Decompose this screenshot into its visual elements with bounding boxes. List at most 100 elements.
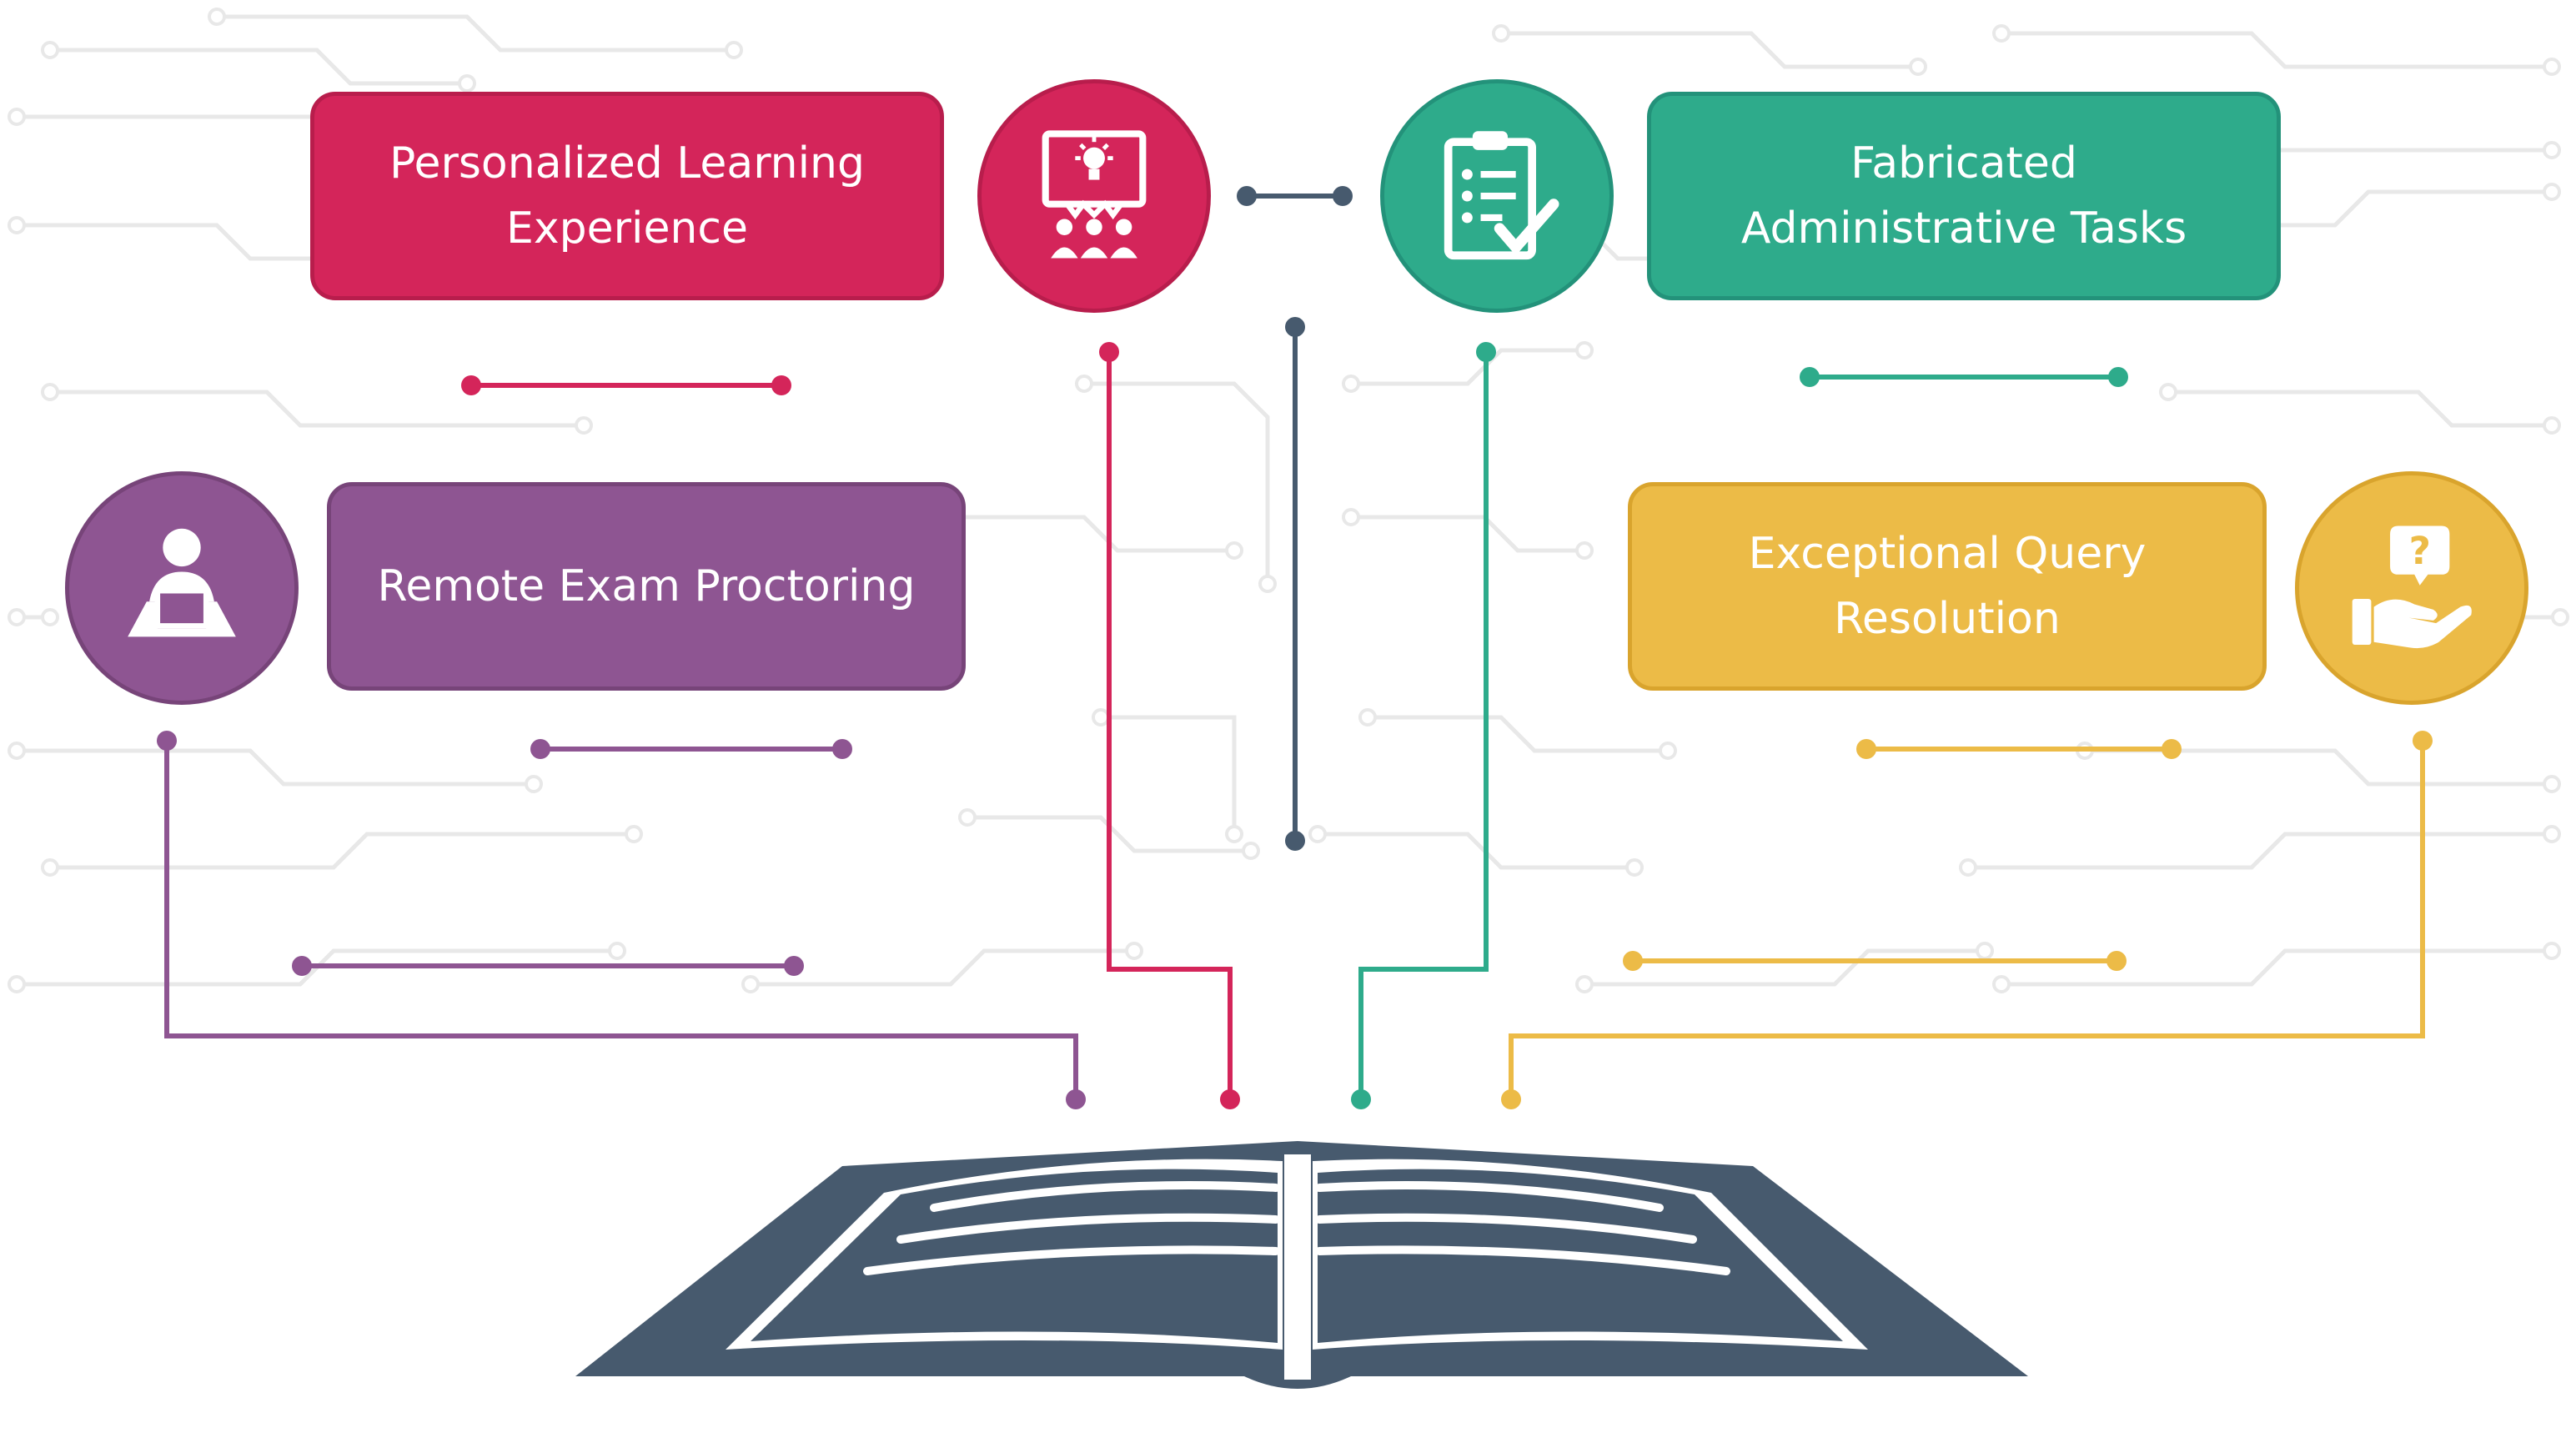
remote-connector [164, 741, 1078, 1099]
center-vertical-dot [1285, 317, 1305, 337]
circuit-trace [50, 390, 584, 428]
book-text-line [1315, 1245, 1730, 1275]
exceptional-connector [1509, 741, 2425, 1099]
circuit-trace [967, 815, 1251, 853]
exceptional-connector-dot [1501, 1089, 1521, 1109]
presentation-lightbulb-icon [1042, 130, 1147, 259]
fabricated-accent-dot [2108, 367, 2128, 387]
circuit-node [625, 825, 643, 843]
circuit-trace [917, 515, 1234, 553]
remote-accent-2-dot [292, 956, 312, 976]
circuit-trace [1968, 832, 2552, 870]
svg-text:?: ? [2409, 529, 2431, 573]
circuit-node [1358, 708, 1377, 727]
circuit-trace [1368, 715, 1668, 753]
circuit-node [1575, 975, 1594, 993]
hand-question-icon: ? [2352, 525, 2472, 649]
circuit-node [41, 383, 59, 401]
fabricated-tasks-label: Fabricated Administrative Tasks [1740, 138, 2187, 254]
circuit-node [1992, 975, 2011, 993]
circuit-node [2543, 416, 2561, 435]
circuit-node [525, 775, 543, 793]
circuit-trace [50, 48, 467, 86]
proctor-laptop-icon [128, 528, 236, 637]
circuit-node [1125, 942, 1143, 960]
personalized-learning-circle [977, 79, 1211, 313]
fabricated-connector-dot [1476, 342, 1496, 362]
circuit-node [2543, 775, 2561, 793]
remote-accent-1-dot [530, 739, 550, 759]
circuit-node [608, 942, 626, 960]
circuit-trace [2001, 31, 2552, 69]
circuit-node [1075, 375, 1093, 393]
center-link-dot [1333, 186, 1353, 206]
exceptional-query-label: Exceptional Query Resolution [1748, 529, 2147, 644]
circuit-node [1992, 24, 2011, 43]
exceptional-query-circle: ? [2295, 471, 2528, 705]
circuit-node [1575, 341, 1594, 360]
circuit-node [2543, 183, 2561, 201]
clipboard-check-icon [1444, 131, 1559, 260]
circuit-node [458, 74, 476, 93]
open-book-icon [575, 1141, 2028, 1389]
circuit-node [1959, 858, 1977, 877]
circuit-node [575, 416, 593, 435]
circuit-node [2543, 942, 2561, 960]
personalized-accent-dot [771, 375, 791, 395]
fabricated-tasks-box: Fabricated Administrative Tasks [1647, 92, 2281, 300]
book-text-line [863, 1245, 1280, 1275]
circuit-node [2551, 608, 2569, 626]
personalized-learning-label: Personalized Learning Experience [389, 138, 866, 254]
circuit-trace [751, 948, 1134, 987]
remote-accent-1-dot [832, 739, 852, 759]
circuit-node [958, 808, 977, 827]
circuit-node [1308, 825, 1327, 843]
circuit-node [1225, 541, 1243, 560]
circuit-node [41, 858, 59, 877]
personalized-learning-box: Personalized Learning Experience [310, 92, 944, 300]
personalized-accent-dot [461, 375, 481, 395]
circuit-trace [2168, 390, 2552, 428]
fabricated-connector-dot [1351, 1089, 1371, 1109]
exceptional-query-box: Exceptional Query Resolution [1628, 482, 2267, 691]
circuit-node [8, 608, 26, 626]
circuit-node [41, 41, 59, 59]
personalized-connector-dot [1220, 1089, 1240, 1109]
circuit-trace [1501, 31, 1918, 69]
circuit-trace [1584, 948, 1985, 987]
remote-connector-dot [1066, 1089, 1086, 1109]
remote-proctoring-label: Remote Exam Proctoring [377, 561, 916, 611]
circuit-node [8, 108, 26, 126]
circuit-node [1342, 375, 1360, 393]
personalized-connector [1107, 352, 1233, 1099]
circuit-node [8, 975, 26, 993]
circuit-trace [1084, 381, 1270, 584]
circuit-trace [2001, 948, 2552, 987]
exceptional-connector-dot [2413, 731, 2433, 751]
remote-accent-2-dot [784, 956, 804, 976]
exceptional-accent-2-dot [1623, 951, 1643, 971]
fabricated-tasks-circle [1380, 79, 1614, 313]
circuit-trace [50, 832, 634, 870]
circuit-node [2543, 825, 2561, 843]
personalized-connector-dot [1099, 342, 1119, 362]
circuit-node [41, 608, 59, 626]
circuit-trace [17, 748, 534, 787]
circuit-node [725, 41, 743, 59]
book-spine [1284, 1154, 1311, 1380]
circuit-node [1225, 825, 1243, 843]
circuit-trace [1351, 515, 1584, 553]
circuit-node [2543, 58, 2561, 76]
circuit-node [1258, 575, 1277, 593]
remote-connector-dot [157, 731, 177, 751]
circuit-node [8, 742, 26, 760]
remote-proctoring-box: Remote Exam Proctoring [327, 482, 966, 691]
circuit-node [741, 975, 760, 993]
exceptional-accent-1-dot [2162, 739, 2182, 759]
circuit-node [1625, 858, 1644, 877]
fabricated-accent-dot [1800, 367, 1820, 387]
circuit-node [1242, 842, 1260, 860]
book-text-line [1315, 1213, 1697, 1244]
exceptional-accent-2-dot [2106, 951, 2127, 971]
